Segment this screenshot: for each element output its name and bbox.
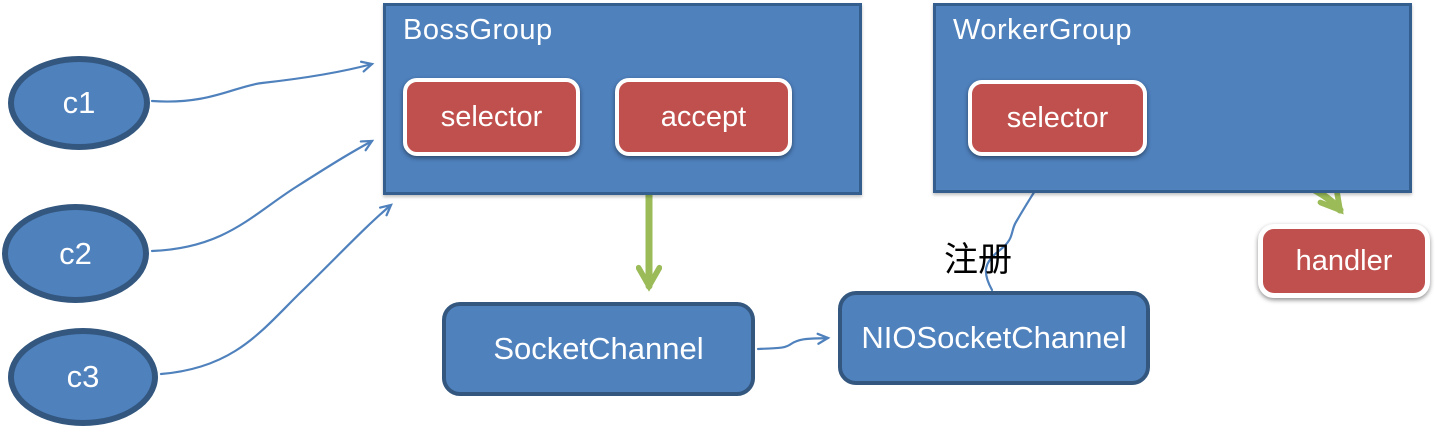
- worker-group-title: WorkerGroup: [953, 14, 1133, 46]
- client-node-c3: c3: [8, 328, 158, 426]
- boss-accept-label: accept: [660, 100, 747, 133]
- nio-socket-channel-label: NIOSocketChannel: [861, 320, 1127, 356]
- edge-c2-to-bossgroup: [150, 139, 375, 253]
- client-node-c2: c2: [2, 204, 149, 303]
- register-annotation: 注册: [944, 240, 1012, 280]
- worker-group-box: WorkerGroup selector: [933, 3, 1412, 193]
- client-node-c1: c1: [8, 56, 150, 150]
- socket-channel-box: SocketChannel: [442, 302, 755, 396]
- nio-socket-channel-box: NIOSocketChannel: [838, 291, 1150, 385]
- edge-c3-to-bossgroup: [159, 203, 393, 376]
- boss-selector-chip: selector: [403, 78, 580, 156]
- edge-c1-to-bossgroup: [150, 60, 375, 103]
- client-node-c2-label: c2: [59, 235, 92, 271]
- edge-socketchannel-to-niosocketchannel: [756, 332, 831, 351]
- client-node-c3-label: c3: [66, 359, 100, 394]
- worker-selector-label: selector: [1006, 101, 1109, 134]
- socket-channel-label: SocketChannel: [493, 331, 704, 367]
- boss-group-box: BossGroup selector accept: [383, 3, 862, 195]
- boss-group-title: BossGroup: [403, 14, 553, 46]
- boss-accept-chip: accept: [615, 78, 792, 156]
- client-node-c1-label: c1: [62, 85, 96, 120]
- handler-chip: handler: [1258, 224, 1430, 298]
- boss-selector-label: selector: [440, 100, 543, 133]
- handler-label: handler: [1295, 244, 1393, 277]
- worker-selector-chip: selector: [968, 80, 1147, 156]
